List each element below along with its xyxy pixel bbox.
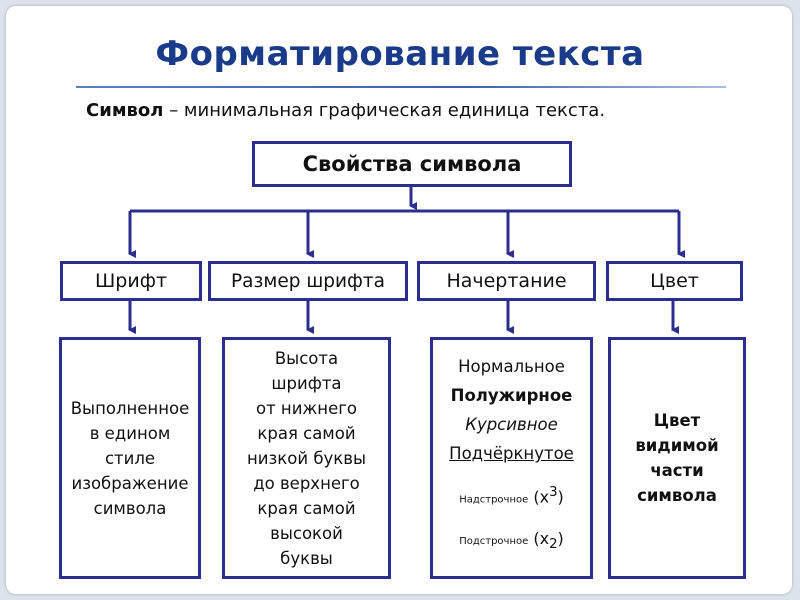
detail-font-text: Выполненное в едином стиле изображение с…: [70, 398, 190, 518]
definition-text: Символ – минимальная графическая единица…: [86, 100, 726, 121]
detail-font-size-text: Высота шрифта от нижнего края самой низк…: [247, 348, 366, 568]
detail-color-text: Цвет видимой части символа: [635, 411, 719, 505]
style-subscript: Подстрочное (x2): [459, 528, 564, 552]
superscript-exp: 3: [549, 485, 558, 501]
root-box-symbol-properties: Свойства символа: [252, 141, 572, 187]
detail-color: Цвет видимой части символа: [608, 337, 746, 579]
style-bold: Полужирное: [450, 386, 573, 406]
category-font-size: Размер шрифта: [208, 261, 408, 301]
style-italic: Курсивное: [465, 415, 558, 435]
definition-body: – минимальная графическая единица текста…: [163, 100, 606, 121]
style-superscript: Надстрочное (x3): [459, 485, 564, 507]
superscript-label: Надстрочное: [459, 494, 529, 506]
definition-term: Символ: [86, 100, 164, 121]
subscript-label: Подстрочное: [459, 535, 529, 547]
detail-style: Нормальное Полужирное Курсивное Подчёркн…: [430, 337, 593, 579]
detail-font: Выполненное в едином стиле изображение с…: [59, 337, 201, 579]
category-color: Цвет: [606, 261, 743, 301]
superscript-base: x: [539, 487, 550, 507]
style-normal: Нормальное: [458, 357, 565, 377]
title-underline: [76, 86, 726, 88]
style-underline: Подчёркнутое: [449, 444, 574, 464]
subscript-base: x: [539, 528, 550, 548]
subscript-exp: 2: [549, 536, 558, 552]
page-title: Форматирование текста: [155, 34, 645, 74]
category-style: Начертание: [417, 261, 596, 301]
style-list: Нормальное Полужирное Курсивное Подчёркн…: [433, 352, 590, 564]
category-font: Шрифт: [60, 261, 202, 301]
detail-font-size: Высота шрифта от нижнего края самой низк…: [222, 337, 391, 579]
